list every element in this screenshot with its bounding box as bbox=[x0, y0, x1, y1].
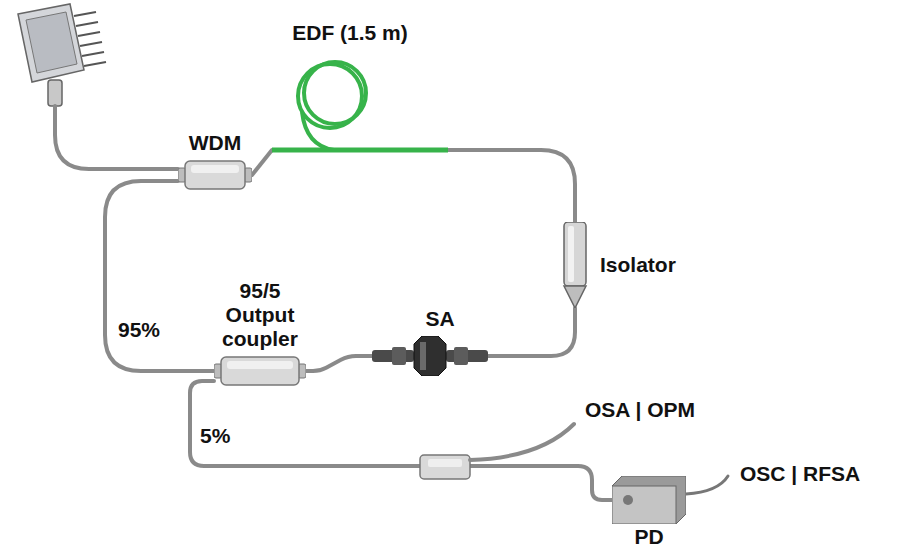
component-label: EDF (1.5 m) bbox=[292, 21, 408, 45]
coupler-highlight bbox=[227, 361, 293, 369]
adapter-nut bbox=[414, 336, 446, 376]
fiber-to-osa bbox=[470, 424, 574, 460]
fiber-boot bbox=[48, 80, 62, 106]
component-icon bbox=[272, 50, 448, 154]
laser-lid bbox=[26, 12, 77, 73]
component-icon bbox=[178, 160, 252, 190]
connector-grip bbox=[454, 347, 468, 365]
erbium-fiber bbox=[272, 148, 448, 153]
wdm-coupler: WDM bbox=[178, 160, 252, 190]
component-label: PD bbox=[634, 525, 663, 548]
wdm-highlight bbox=[191, 165, 239, 173]
optical-fiber bbox=[448, 150, 575, 222]
connector-grip bbox=[392, 347, 406, 365]
detector-port bbox=[623, 495, 633, 505]
optical-fiber bbox=[252, 150, 272, 175]
component-label: SA bbox=[425, 307, 454, 331]
detector-face bbox=[612, 486, 676, 524]
component-label: 95/5 Output coupler bbox=[210, 279, 310, 351]
optical-fiber bbox=[306, 356, 372, 371]
fiber-coil bbox=[304, 62, 366, 124]
coupler-highlight bbox=[428, 459, 462, 467]
tap-coupler bbox=[420, 455, 470, 479]
instrument-name: OSA | OPM bbox=[585, 398, 695, 422]
gain-fiber: EDF (1.5 m) bbox=[272, 50, 448, 154]
pump-laser bbox=[18, 4, 106, 106]
component-icon bbox=[214, 356, 306, 386]
optical-isolator: Isolator bbox=[562, 222, 588, 308]
port-ratio: 5% bbox=[200, 424, 230, 448]
pump-fiber bbox=[55, 106, 178, 169]
optical-fiber bbox=[190, 381, 612, 500]
detector-housing bbox=[612, 476, 686, 524]
component-icon bbox=[372, 336, 488, 376]
component-icon bbox=[562, 222, 588, 308]
nut-highlight bbox=[420, 342, 426, 370]
component-label: Isolator bbox=[600, 253, 676, 277]
output-coupler: 95/5 Output coupler bbox=[214, 356, 306, 386]
saturable-absorber: SA bbox=[372, 336, 488, 376]
isolator-body bbox=[564, 222, 586, 286]
laser-pins bbox=[74, 12, 106, 66]
isolator-tip bbox=[564, 286, 586, 308]
wdm-body bbox=[185, 161, 245, 189]
port-ratio: 95% bbox=[118, 318, 160, 342]
cable-to-osc bbox=[686, 476, 728, 494]
component-icon bbox=[612, 476, 686, 524]
instrument-name: OSC | RFSA bbox=[740, 462, 860, 486]
component-label: WDM bbox=[189, 131, 241, 155]
coil-lead bbox=[302, 112, 334, 150]
coupler-body bbox=[221, 357, 299, 385]
photodetector: PD bbox=[612, 476, 686, 524]
isolator-highlight bbox=[568, 226, 574, 282]
optical-fiber bbox=[488, 308, 575, 356]
optical-fiber bbox=[105, 181, 214, 371]
coupler-body bbox=[420, 455, 470, 479]
